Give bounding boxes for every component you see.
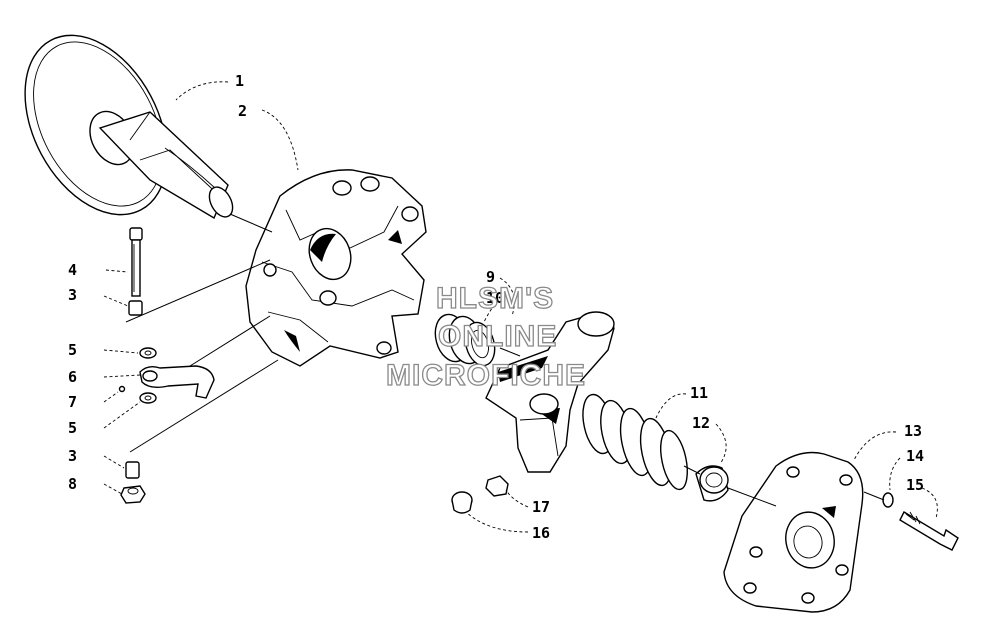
callout-11: 11 xyxy=(690,384,708,402)
callout-1: 1 xyxy=(235,72,244,90)
part-3-bushing-lower xyxy=(125,461,140,479)
callout-2: 2 xyxy=(238,102,247,120)
part-11-spring xyxy=(582,393,688,491)
part-17-nut xyxy=(485,475,509,497)
callout-14: 14 xyxy=(906,447,924,465)
part-2-movable-sheave xyxy=(245,169,427,367)
callout-15: 15 xyxy=(906,476,924,494)
callout-10: 10 xyxy=(486,289,504,307)
callout-6: 6 xyxy=(68,368,77,386)
part-4-bolt xyxy=(129,227,143,297)
callout-17: 17 xyxy=(532,498,550,516)
part-3-bushing-upper xyxy=(128,300,143,316)
part-1-fixed-sheave xyxy=(24,34,234,220)
part-8-nut xyxy=(120,485,146,504)
callout-3: 3 xyxy=(68,286,77,304)
callout-9: 9 xyxy=(486,268,495,286)
callout-12: 12 xyxy=(692,414,710,432)
part-13-cover xyxy=(723,451,864,613)
callout-3: 3 xyxy=(68,447,77,465)
callout-13: 13 xyxy=(904,422,922,440)
callout-5: 5 xyxy=(68,419,77,437)
part-5-washer-lower xyxy=(139,392,157,404)
part-12-collar xyxy=(695,465,729,502)
callout-7: 7 xyxy=(68,393,77,411)
spider-assembly xyxy=(485,311,615,473)
watermark-line-1: HLSM'S xyxy=(436,282,554,315)
callout-4: 4 xyxy=(68,261,77,279)
callout-8: 8 xyxy=(68,475,77,493)
watermark-line-2: ONLINE xyxy=(438,320,557,353)
leader-lines xyxy=(103,81,938,533)
part-16-plug xyxy=(451,491,473,514)
watermark-line-3: MICROFICHE xyxy=(386,359,586,392)
callout-5: 5 xyxy=(68,341,77,359)
callout-16: 16 xyxy=(532,524,550,542)
part-7-pin xyxy=(118,385,126,393)
part-6-roller-arm xyxy=(139,365,215,399)
watermark: HLSM'S ONLINE MICROFICHE xyxy=(385,281,586,392)
callouts: 1 2 4 3 5 6 7 5 3 8 9 10 11 12 13 14 15 … xyxy=(68,72,924,542)
part-14-lockwasher xyxy=(882,492,894,508)
part-9-10-shims xyxy=(434,313,496,367)
assembly-lines xyxy=(125,213,885,507)
part-15-bolt xyxy=(899,511,959,551)
part-5-washer-upper xyxy=(139,347,157,359)
